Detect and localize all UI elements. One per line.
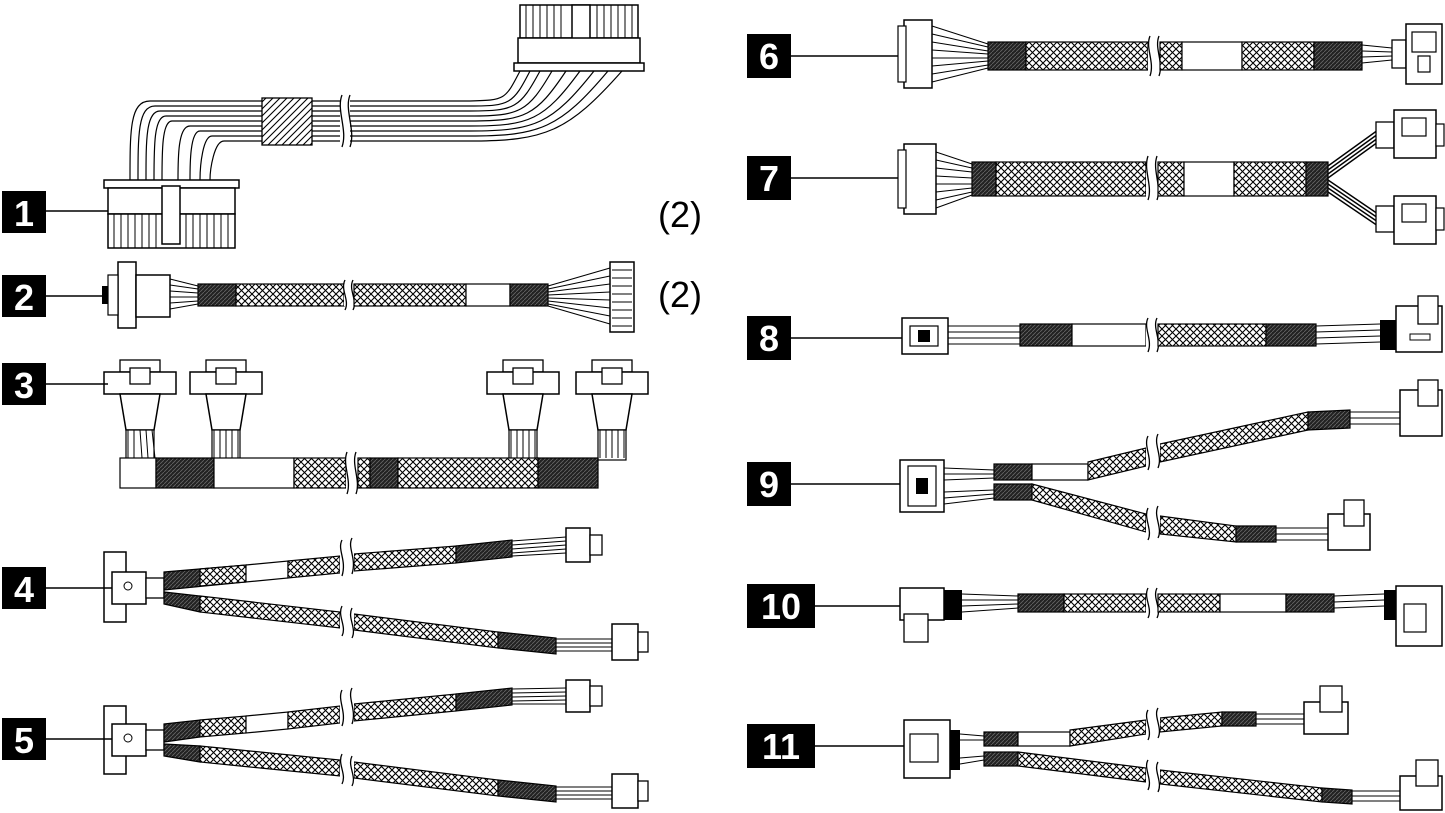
cable-8: [901, 295, 1443, 355]
callout-label-2: 2: [14, 277, 34, 318]
cable-1-break: [339, 94, 353, 148]
cable-2-left-wires: [169, 278, 199, 310]
callout-3: 3: [2, 363, 108, 406]
callout-9: 9: [747, 462, 900, 506]
cable-4: [103, 527, 649, 661]
cable-4-left-connector: [103, 551, 165, 623]
cable-2-right-connector: [609, 261, 635, 333]
callout-label-6: 6: [759, 36, 779, 77]
quantity-label-1: (2): [658, 194, 702, 235]
cable-5-left-connector: [103, 705, 165, 775]
cable-3-wires: [127, 429, 625, 459]
callout-label-3: 3: [14, 365, 34, 406]
callout-8: 8: [747, 316, 902, 360]
cable-2: [102, 261, 635, 333]
callout-label-7: 7: [759, 158, 779, 199]
callout-label-11: 11: [762, 726, 800, 767]
callout-1: 1: [2, 191, 108, 234]
quantity-label-2: (2): [658, 274, 702, 315]
cable-2-left-connector: [102, 261, 171, 329]
callout-7: 7: [747, 156, 898, 200]
cable-7: [897, 109, 1445, 245]
callout-11: 11: [747, 724, 904, 768]
callout-label-1: 1: [14, 193, 34, 234]
cable-11: [903, 685, 1443, 811]
cable-2-right-wires: [547, 267, 611, 325]
cable-3-connectors: [103, 359, 649, 461]
cable-1-bottom-connector: [103, 179, 240, 249]
callout-label-10: 10: [761, 586, 801, 627]
callout-label-9: 9: [759, 464, 779, 505]
cable-5: [103, 679, 649, 809]
callouts: 1 2 3 4 5 6 7: [2, 34, 904, 768]
callout-label-5: 5: [14, 720, 34, 761]
callout-2: 2: [2, 275, 108, 318]
cable-1: [103, 4, 645, 249]
callout-6: 6: [747, 34, 898, 78]
cable-3: [103, 359, 649, 495]
cable-1-wires: [129, 70, 623, 181]
cable-1-top-connector: [513, 4, 645, 72]
cable-6: [897, 19, 1443, 89]
callout-10: 10: [747, 584, 900, 628]
callout-5: 5: [2, 718, 112, 761]
cable-9: [899, 379, 1443, 551]
callout-4: 4: [2, 567, 112, 610]
callout-label-8: 8: [759, 318, 779, 359]
callout-label-4: 4: [14, 569, 34, 610]
cable-10: [899, 585, 1443, 647]
